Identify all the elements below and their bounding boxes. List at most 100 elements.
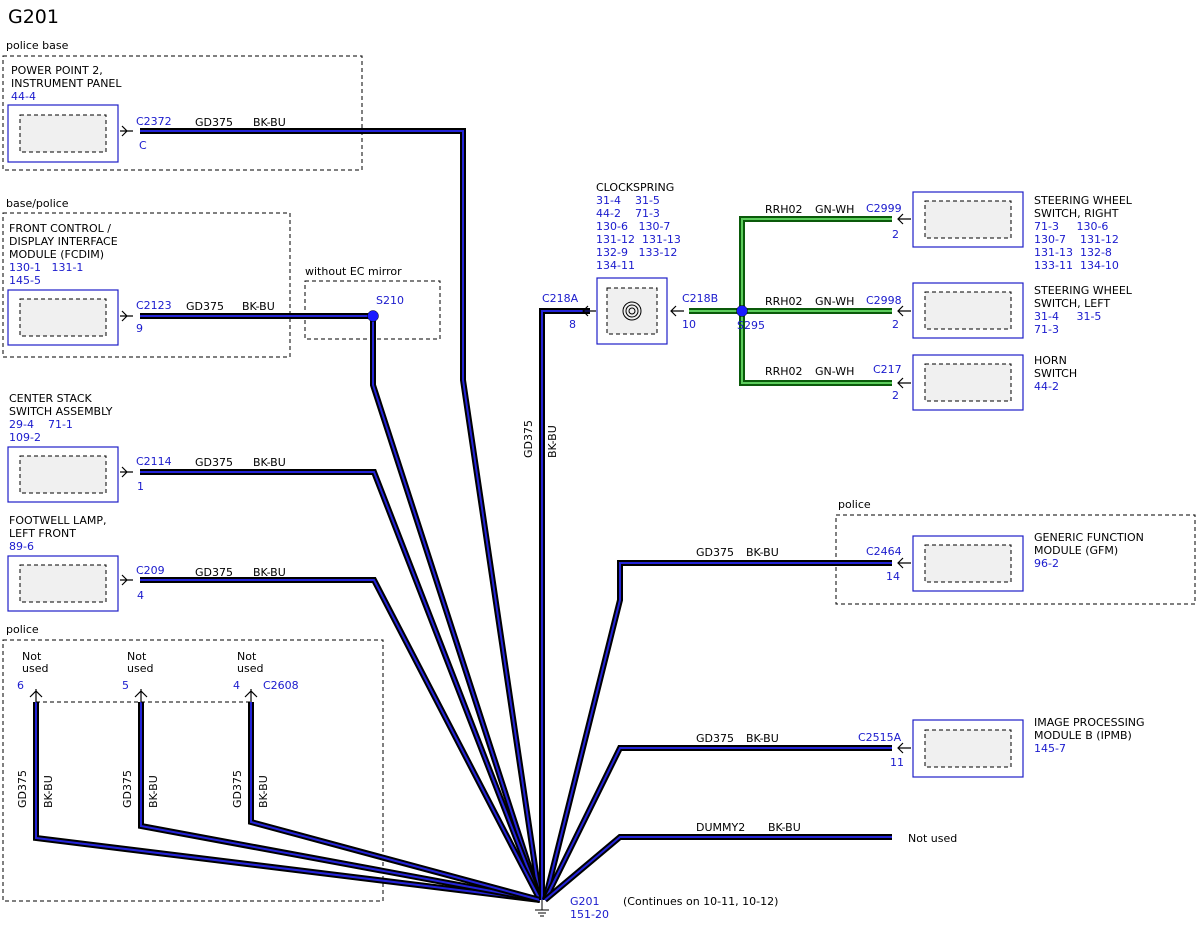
footwell-connector: C209 [136,564,165,577]
wire-label-color: BK-BU [253,456,286,469]
power-point-name2: INSTRUMENT PANEL [11,77,122,90]
horn-name2: SWITCH [1034,367,1077,380]
splice-s210-label: S210 [376,294,404,307]
center-stack-ref1: 29-4 71-1 [9,418,73,431]
clockspring-ref-4: 132-9 133-12 [596,246,677,259]
sw-right-name1: STEERING WHEEL [1034,194,1133,207]
fcdim-name3: MODULE (FCDIM) [9,248,104,261]
ipmb-ref: 145-7 [1034,742,1066,755]
fcdim-name1: FRONT CONTROL / [9,222,111,235]
wire-label-circuit: GD375 [522,420,535,458]
sw-right-pin: 2 [892,228,899,241]
diagram-title: G201 [8,6,59,28]
ipmb-name2: MODULE B (IPMB) [1034,729,1132,742]
footwell-pin: 4 [137,589,144,602]
c2608-connector-label: C2608 [263,679,299,692]
c2608-pin6-not: Not [22,650,42,663]
gfm-name2: MODULE (GFM) [1034,544,1118,557]
center-stack-name2: SWITCH ASSEMBLY [9,405,113,418]
component-clockspring [582,277,684,345]
wire-label-circuit: GD375 [121,770,134,808]
group-label-police-c2608: police [6,623,39,636]
gfm-connector: C2464 [866,545,902,558]
fcdim-ref2: 145-5 [9,274,41,287]
wire-label-color: BK-BU [42,775,55,808]
clockspring-conn-left: C218A [542,292,579,305]
fcdim-ref1: 130-1 131-1 [9,261,83,274]
horn-name1: HORN [1034,354,1067,367]
clockspring-ref-1: 44-2 71-3 [596,207,660,220]
sw-left-name2: SWITCH, LEFT [1034,297,1110,310]
c2608-pin5: 5 [122,679,129,692]
wire-label-green-circuit: RRH02 [765,365,803,378]
group-label-without-ec-mirror: without EC mirror [305,265,402,278]
sw-right-ref-2: 131-13 132-8 [1034,246,1112,259]
footwell-ref: 89-6 [9,540,34,553]
footwell-name2: LEFT FRONT [9,527,76,540]
clockspring-pin-right: 10 [682,318,696,331]
ipmb-connector: C2515A [858,731,902,744]
wire-label-color: BK-BU [546,425,559,458]
wire-label-color: BK-BU [768,821,801,834]
wire-label-green-color: GN-WH [815,295,854,308]
component-center-stack [7,446,133,503]
sw-right-ref-3: 133-11 134-10 [1034,259,1119,272]
horn-pin: 2 [892,389,899,402]
wire-label-color: BK-BU [257,775,270,808]
c2608-pin6-used: used [22,662,48,675]
wire-label-circuit: GD375 [696,546,734,559]
horn-ref: 44-2 [1034,380,1059,393]
wire-label-green-circuit: RRH02 [765,203,803,216]
splice-s295-label: S295 [737,319,765,332]
clockspring-name: CLOCKSPRING [596,181,674,194]
sw-left-pin: 2 [892,318,899,331]
wire-label-color: BK-BU [253,566,286,579]
wire-label-circuit: GD375 [186,300,224,313]
footwell-name1: FOOTWELL LAMP, [9,514,106,527]
clockspring-conn-right: C218B [682,292,718,305]
wire-label-green-color: GN-WH [815,365,854,378]
component-power-point [7,104,133,163]
ground-note: (Continues on 10-11, 10-12) [623,895,778,908]
group-label-police-base: police base [6,39,69,52]
component-ipmb [897,719,1024,778]
ground-ref: 151-20 [570,908,609,921]
fcdim-connector: C2123 [136,299,172,312]
c2608-pin5-not: Not [127,650,147,663]
power-point-ref: 44-4 [11,90,36,103]
component-footwell-lamp [7,555,133,612]
center-stack-ref2: 109-2 [9,431,41,444]
fcdim-name2: DISPLAY INTERFACE [9,235,118,248]
clockspring-pin-left: 8 [569,318,576,331]
wire-label-color: BK-BU [242,300,275,313]
wire-label-circuit: GD375 [195,566,233,579]
c2608-pin4-not: Not [237,650,257,663]
clockspring-ref-3: 131-12 131-13 [596,233,681,246]
group-label-police-gfm: police [838,498,871,511]
group-label-base-police: base/police [6,197,69,210]
wire-label-dummy-circuit: DUMMY2 [696,821,745,834]
power-point-pin: C [139,139,147,152]
sw-left-connector: C2998 [866,294,902,307]
center-stack-pin: 1 [137,480,144,493]
wire-label-color: BK-BU [147,775,160,808]
wire-label-green-circuit: RRH02 [765,295,803,308]
sw-left-ref-0: 31-4 31-5 [1034,310,1101,323]
ground-name: G201 [570,895,600,908]
wire-label-color: BK-BU [746,546,779,559]
sw-right-connector: C2999 [866,202,902,215]
group-police-c2608 [2,639,384,902]
sw-right-ref-1: 130-7 131-12 [1034,233,1119,246]
component-fcdim [7,289,133,346]
splice-s295 [736,305,748,317]
wire-label-green-color: GN-WH [815,203,854,216]
wire-label-color: BK-BU [253,116,286,129]
power-point-connector: C2372 [136,115,172,128]
wire-label-color: BK-BU [746,732,779,745]
ground-wires [33,128,892,903]
component-steering-switch-right [897,191,1024,248]
wire-label-circuit: GD375 [696,732,734,745]
sw-right-name2: SWITCH, RIGHT [1034,207,1119,220]
gfm-pin: 14 [886,570,900,583]
